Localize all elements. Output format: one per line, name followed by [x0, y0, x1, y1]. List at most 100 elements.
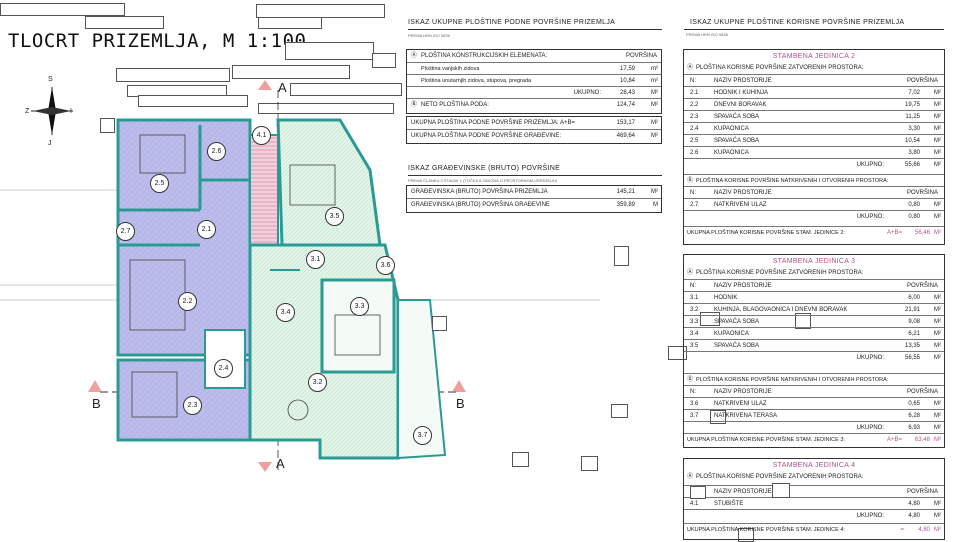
circle-b-icon: Ⓑ — [411, 102, 418, 108]
redaction-box — [232, 65, 350, 79]
compass-s-label: S — [48, 76, 53, 83]
units-summary-sub: PREMA HRN ISO 9836 — [686, 32, 728, 37]
redaction-box — [138, 95, 248, 107]
gross-summary-sub: PREMA ČLANKU 3 STAVAK 1 (TOČKA 8 ZAKONA … — [408, 178, 558, 183]
subtotal-row: UKUPNO:56,55m² — [684, 351, 944, 364]
total-gradevine-value: 469,64 — [616, 133, 635, 139]
redaction-box — [258, 103, 394, 114]
floor-total-table: UKUPNA PLOŠTINA PODNE POVRŠINE PRIZEMLJA… — [406, 116, 662, 144]
redaction-box — [100, 118, 115, 133]
col-naziv: NAZIV PROSTORIJE — [714, 78, 772, 84]
floor-summary-table: Ⓐ PLOŠTINA KONSTRUKCIJSKIH ELEMENATA: PO… — [406, 49, 662, 114]
a-row-value: 17,59 — [619, 66, 635, 72]
circle-a-icon: Ⓐ — [687, 65, 694, 71]
redaction-box — [0, 3, 125, 16]
gross-row-unit: m — [653, 202, 658, 208]
room-label-3-3: 3.3 — [350, 297, 369, 316]
b-value: 124,74 — [616, 102, 635, 108]
room-label-2-1: 2.1 — [197, 220, 216, 239]
room-label-2-3: 2.3 — [183, 396, 202, 415]
grand-total-row: UKUPNA PLOŠTINA KORISNE POVRŠINE STAM. J… — [684, 523, 944, 536]
gross-row-label: GRAĐEVINSKA (BRUTO) POVRŠINA PRIZEMLJA — [411, 189, 548, 195]
drawing-title: TLOCRT PRIZEMLJA, M 1:100 — [8, 30, 307, 52]
units-summary-heading: ISKAZ UKUPNE PLOŠTINE KORISNE POVRŠINE P… — [690, 19, 905, 26]
room-label-2-7: 2.7 — [116, 222, 135, 241]
section-mark-a-top: A — [278, 80, 287, 95]
a-row-unit: m² — [651, 78, 658, 84]
grand-total-row: UKUPNA PLOŠTINA KORISNE POVRŠINE STAM. J… — [684, 226, 944, 239]
subtotal-row: UKUPNO:4,80m² — [684, 509, 944, 522]
total-prizemlja-label: UKUPNA PLOŠTINA PODNE POVRŠINE PRIZEMLJA… — [411, 120, 576, 126]
gross-row-value: 145,21 — [616, 189, 635, 195]
unit-4-title: STAMBENA JEDINICA 4 — [772, 462, 856, 469]
compass-z-label: Z — [25, 108, 30, 115]
gross-summary-table: GRAĐEVINSKA (BRUTO) POVRŠINA PRIZEMLJA 1… — [406, 185, 662, 213]
subtotal-row: UKUPNO:55,66m² — [684, 158, 944, 171]
redaction-box — [372, 53, 396, 68]
redaction-box — [614, 246, 629, 266]
a-label: PLOŠTINA KONSTRUKCIJSKIH ELEMENATA: — [421, 53, 548, 59]
room-label-3-6: 3.6 — [376, 256, 395, 275]
unit-4-table: STAMBENA JEDINICA 4 Ⓐ PLOŠTINA KORISNE P… — [683, 458, 945, 540]
gross-row-value: 359,89 — [616, 202, 635, 208]
floor-summary-heading: ISKAZ UKUPNE PLOŠTINE PODNE POVRŠINE PRI… — [408, 19, 616, 26]
b-label: NETO PLOŠTINA PODA: — [421, 102, 489, 108]
total-prizemlja-unit: m² — [651, 120, 658, 126]
col-n: N: — [690, 78, 696, 84]
total-gradevine-label: UKUPNA PLOŠTINA PODNE POVRŠINE GRAĐEVINE… — [411, 133, 562, 139]
redaction-box — [772, 483, 790, 498]
room-label-2-4: 2.4 — [214, 359, 233, 378]
a-total-unit: m² — [651, 90, 658, 96]
circle-a-icon: Ⓐ — [687, 270, 694, 276]
a-row-label: Ploština vanjskih zidova — [421, 66, 480, 72]
redaction-box — [116, 68, 230, 82]
circle-b-icon: Ⓑ — [687, 178, 694, 184]
grand-total-row: UKUPNA PLOŠTINA KORISNE POVRŠINE STAM. J… — [684, 433, 944, 446]
redaction-box — [611, 404, 628, 418]
unit-2-table: STAMBENA JEDINICA 2 Ⓐ PLOŠTINA KORISNE P… — [683, 49, 945, 245]
unit-2-open-label: PLOŠTINA KORISNE POVRŠINE NATKRIVENIH I … — [696, 178, 889, 184]
total-prizemlja-value: 153,17 — [616, 120, 635, 126]
section-mark-a-bottom: A — [276, 456, 285, 471]
unit-3-table: STAMBENA JEDINICA 3 Ⓐ PLOŠTINA KORISNE P… — [683, 254, 945, 448]
gross-row-label: GRAĐEVINSKA (BRUTO) POVRŠINA GRAĐEVINE — [411, 202, 550, 208]
unit-2-title: STAMBENA JEDINICA 2 — [772, 53, 856, 60]
b-unit: m² — [651, 102, 658, 108]
redaction-box — [690, 486, 706, 499]
room-label-2-5: 2.5 — [150, 174, 169, 193]
redaction-box — [581, 456, 598, 471]
gross-row-unit: m² — [651, 189, 658, 195]
circle-a-icon: Ⓐ — [687, 474, 694, 480]
subtotal-row: UKUPNO:0,80m² — [684, 210, 944, 223]
circle-b-icon: Ⓑ — [687, 377, 694, 383]
section-mark-b-left: B — [92, 396, 101, 411]
redaction-box — [512, 452, 529, 467]
room-label-4-1: 4.1 — [252, 126, 271, 145]
redaction-box — [710, 410, 726, 424]
room-label-2-6: 2.6 — [207, 142, 226, 161]
a-row-value: 10,84 — [619, 78, 635, 84]
redaction-box — [432, 316, 447, 331]
col-povrsina: POVRŠINA — [906, 78, 938, 84]
unit-2-closed-label: PLOŠTINA KORISNE POVRŠINE ZATVORENIH PRO… — [696, 65, 864, 71]
room-label-3-4: 3.4 — [276, 303, 295, 322]
room-label-3-1: 3.1 — [306, 250, 325, 269]
redaction-box — [258, 17, 322, 29]
section-mark-b-right: B — [456, 396, 465, 411]
room-label-3-5: 3.5 — [325, 207, 344, 226]
compass-j-label: J — [48, 140, 52, 147]
a-row-label: Ploština unutarnjih zidova, stupova, pre… — [421, 78, 532, 84]
